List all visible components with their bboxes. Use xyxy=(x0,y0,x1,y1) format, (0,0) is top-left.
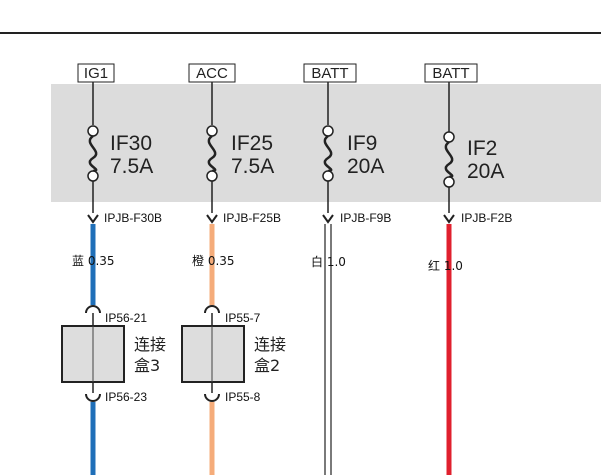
fuse-connector-label: IPJB-F30B xyxy=(104,211,162,225)
connector-out-label: IP56-23 xyxy=(105,390,147,404)
fuse-icon xyxy=(444,140,454,179)
junction-box-label-line1: 连接 xyxy=(254,335,286,354)
wire-label: 红 1.0 xyxy=(428,258,463,273)
connector-arrow-icon xyxy=(443,214,455,224)
source-box xyxy=(424,63,478,83)
source-label: IG1 xyxy=(84,65,108,82)
source-box xyxy=(303,63,357,83)
connector-in-label: IP55-7 xyxy=(225,311,261,325)
junction-box-label-line1: 连接 xyxy=(134,335,166,354)
fuse-connector-label: IPJB-F9B xyxy=(340,211,391,225)
fuse-terminal-top xyxy=(206,125,218,137)
fuse-icon xyxy=(323,134,333,173)
fuse-icon xyxy=(207,134,217,173)
source-ig1: IG1 xyxy=(77,63,115,83)
fuse-column-if25: IF25 7.5A IPJB-F25B 橙 0.35 IP55-7 连接 盒2 … xyxy=(181,82,286,475)
source-batt-2: BATT xyxy=(424,63,478,83)
fuse-rating: 7.5A xyxy=(110,155,153,178)
fuse-connector-label: IPJB-F25B xyxy=(223,211,281,225)
fuse-column-if2: IF2 20A IPJB-F2B 红 1.0 xyxy=(428,82,512,475)
junction-box xyxy=(181,325,245,383)
fuse-name: IF25 xyxy=(231,132,273,155)
fuse-rating: 7.5A xyxy=(231,155,274,178)
source-batt-1: BATT xyxy=(303,63,357,83)
fuse-column-if9: IF9 20A IPJB-F9B 白 1.0 xyxy=(311,82,391,475)
junction-box-label-line2: 盒3 xyxy=(134,356,160,375)
fuse-terminal-bottom xyxy=(322,170,334,182)
wire-label: 橙 0.35 xyxy=(192,253,235,268)
source-box xyxy=(77,63,115,83)
fuse-rating: 20A xyxy=(347,155,384,178)
connector-arrow-icon xyxy=(87,214,99,224)
connector-arc-icon xyxy=(204,393,220,402)
fuse-terminal-bottom xyxy=(206,170,218,182)
connector-arc-icon xyxy=(204,305,220,314)
source-label: ACC xyxy=(196,65,228,82)
connector-arrow-icon xyxy=(322,214,334,224)
fuse-name: IF30 xyxy=(110,132,152,155)
connector-out-label: IP55-8 xyxy=(225,390,261,404)
wire-label: 蓝 0.35 xyxy=(72,254,115,268)
junction-box-label-line2: 盒2 xyxy=(254,356,280,375)
fuse-terminal-top xyxy=(443,131,455,143)
fuse-terminal-top xyxy=(87,125,99,137)
connector-in-label: IP56-21 xyxy=(105,311,147,325)
fuse-column-if30: IF30 7.5A IPJB-F30B 蓝 0.35 IP56-21 连接 盒3… xyxy=(61,82,166,475)
fuse-connector-label: IPJB-F2B xyxy=(461,211,512,225)
fuse-name: IF2 xyxy=(467,137,497,160)
wire-label: 白 1.0 xyxy=(311,254,346,269)
source-label: BATT xyxy=(311,65,348,82)
connector-arc-icon xyxy=(85,305,101,314)
fuse-icon xyxy=(88,134,98,173)
fuse-terminal-top xyxy=(322,125,334,137)
fuse-rating: 20A xyxy=(467,160,504,183)
connector-arrow-icon xyxy=(206,214,218,224)
fuse-terminal-bottom xyxy=(443,176,455,188)
source-acc: ACC xyxy=(188,63,236,83)
fuse-terminal-bottom xyxy=(87,170,99,182)
source-label: BATT xyxy=(432,65,469,82)
connector-arc-icon xyxy=(85,393,101,402)
fuse-name: IF9 xyxy=(347,132,377,155)
